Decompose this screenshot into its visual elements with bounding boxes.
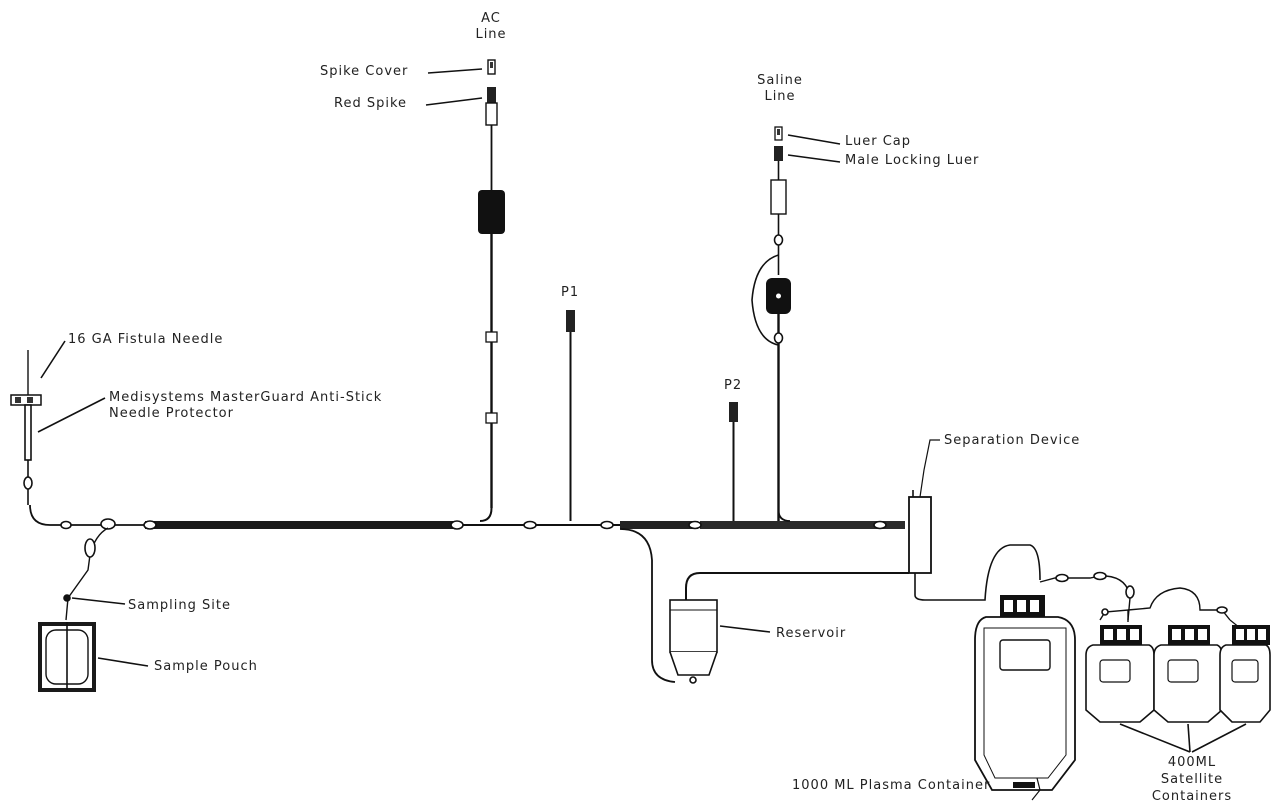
satellite-containers-label: 400ML Satellite Containers xyxy=(1151,755,1233,804)
fistula-needle-label: 16 GA Fistula Needle xyxy=(68,332,224,347)
satellite-leaders xyxy=(1119,723,1247,753)
plasma-container xyxy=(914,544,1135,801)
satellite-container-3 xyxy=(1219,625,1271,723)
main-tubing-line xyxy=(29,504,905,530)
p2-line xyxy=(729,402,738,521)
red-spike-label: Red Spike xyxy=(334,96,408,111)
p2-label: P2 xyxy=(724,378,743,393)
reservoir-label: Reservoir xyxy=(776,626,847,641)
plasma-container-label: 1000 ML Plasma Container xyxy=(792,778,991,793)
satellite-container-1 xyxy=(1085,625,1155,723)
saline-line xyxy=(751,126,841,522)
needle-protector-label: Medisystems MasterGuard Anti-Stick Needl… xyxy=(109,390,383,421)
male-locking-luer-label: Male Locking Luer xyxy=(845,153,980,168)
reservoir xyxy=(669,599,771,684)
satellite-container-2 xyxy=(1153,625,1223,723)
reservoir-branch xyxy=(619,528,909,683)
satellite-tubing xyxy=(1099,587,1241,629)
ac-line-label: AC Line xyxy=(475,11,507,42)
p1-label: P1 xyxy=(561,285,580,300)
ac-line xyxy=(425,59,505,522)
p1-line xyxy=(566,310,575,521)
separation-device-label: Separation Device xyxy=(944,433,1081,448)
sampling-site-label: Sampling Site xyxy=(128,598,231,613)
spike-cover-label: Spike Cover xyxy=(320,64,409,79)
sample-pouch xyxy=(38,622,149,692)
fistula-needle-assembly xyxy=(10,340,106,505)
sample-pouch-label: Sample Pouch xyxy=(154,659,258,674)
separation-device xyxy=(908,439,940,574)
luer-cap-label: Luer Cap xyxy=(845,134,912,149)
saline-line-label: Saline Line xyxy=(757,73,803,104)
sampling-branch xyxy=(63,527,126,621)
